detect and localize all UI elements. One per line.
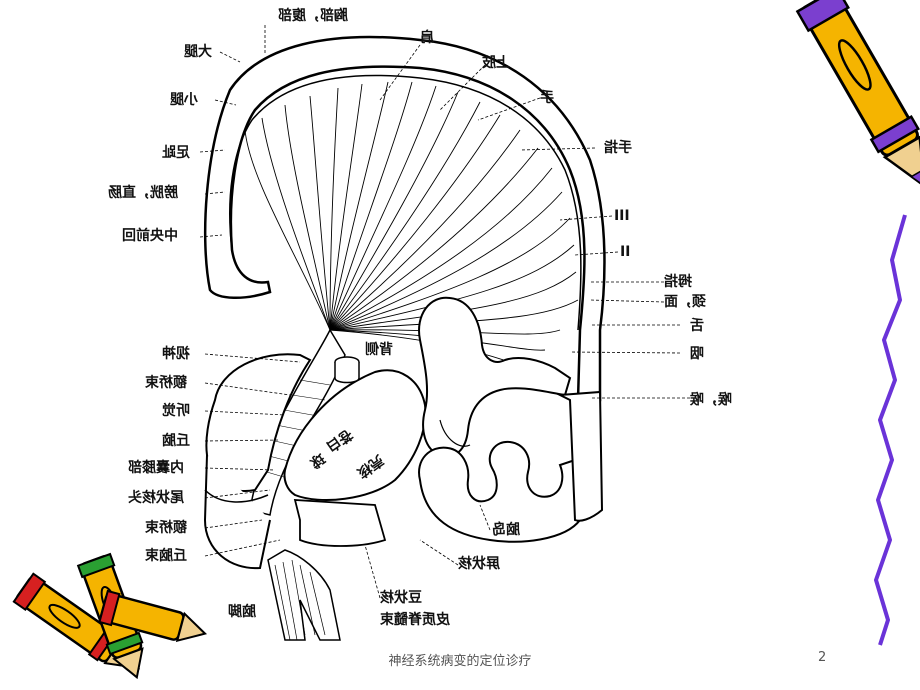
page-number: 2 <box>818 650 827 665</box>
label-precentral-gyrus: 中央前回 <box>122 228 178 244</box>
fibre-fan <box>244 81 579 366</box>
label-big-leg: 大腿 <box>184 44 212 60</box>
label-swallow: 咽 <box>690 346 704 362</box>
crayon-icon <box>795 0 920 189</box>
label-claustrum: 屏状核 <box>458 556 500 572</box>
label-ii: II <box>620 244 631 260</box>
label-finger: 手指 <box>604 140 632 156</box>
zigzag-border <box>874 214 907 646</box>
label-face: 颈，面 <box>664 294 706 310</box>
label-cerebral-peduncle: 脑脚 <box>228 604 256 620</box>
label-tongue: 舌 <box>690 318 704 334</box>
label-thalamus: 丘脑 <box>162 433 190 449</box>
slide-footer: 神经系统病变的定位诊疗 2 <box>0 650 920 670</box>
label-small-leg: 小腿 <box>170 92 198 108</box>
label-bladder-rectum: 膀胱，直肠 <box>108 185 178 201</box>
label-larynx: 喉，喉 <box>690 392 732 408</box>
footer-title: 神经系统病变的定位诊疗 <box>388 654 532 669</box>
label-insula: 脑岛 <box>492 522 520 538</box>
label-shoulder: 肩 <box>420 30 434 46</box>
label-lentiform: 豆状核 <box>380 590 422 606</box>
label-thalamic-tract: 丘脑束 <box>145 548 187 564</box>
label-internal-capsule: 内囊膝部 <box>128 460 184 476</box>
cortex-outer <box>203 35 606 402</box>
label-frontopontine-b: 额桥束 <box>145 520 187 536</box>
leader-lines <box>199 25 690 599</box>
label-foot-toe: 足趾 <box>162 145 190 161</box>
label-thumb: 拇指 <box>664 274 692 290</box>
label-dorsal: 背侧 <box>365 342 393 358</box>
label-iii: III <box>614 208 630 224</box>
label-upper-arm: 上肢 <box>482 55 510 71</box>
label-caudate-head: 尾状核头 <box>128 490 184 506</box>
label-head-neck: 胸部，腹部 <box>278 8 348 24</box>
label-hand: 手 <box>540 90 554 106</box>
label-frontopontine-a: 额桥束 <box>145 375 187 391</box>
label-corticospinal: 皮质脊髓束 <box>380 612 450 628</box>
label-auditory: 听觉 <box>162 403 190 419</box>
label-optic: 视神 <box>162 346 190 362</box>
